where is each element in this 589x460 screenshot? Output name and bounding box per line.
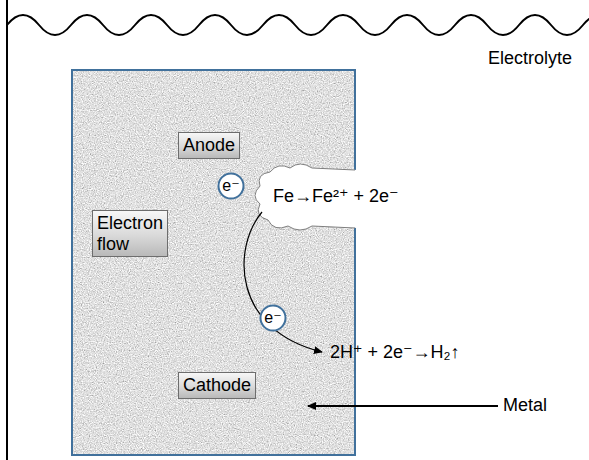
electrolyte-surface [7, 15, 589, 35]
box-label: Anode [183, 135, 235, 156]
electron-symbol: e⁻ [222, 178, 239, 194]
container-wall [6, 0, 8, 460]
electron-circle: e⁻ [259, 304, 287, 332]
metal-leader-arrow [308, 405, 498, 407]
metal-outline [72, 70, 355, 455]
metal-texture [72, 70, 355, 455]
reaction-equation: Fe→Fe²⁺ + 2e⁻ [273, 186, 399, 207]
electron-symbol: e⁻ [264, 310, 281, 326]
box-label: Electron flow [97, 213, 163, 254]
region-box: Electron flow [92, 210, 168, 257]
electron-circle: e⁻ [217, 172, 245, 200]
reaction-equation: 2H⁺ + 2e⁻→H₂↑ [330, 342, 460, 363]
region-label: Metal [503, 395, 547, 416]
box-label: Cathode [183, 375, 251, 396]
region-label: Electrolyte [488, 48, 572, 69]
region-box: Anode [178, 132, 240, 159]
region-box: Cathode [178, 372, 256, 399]
electron-path-arrow [244, 212, 322, 352]
